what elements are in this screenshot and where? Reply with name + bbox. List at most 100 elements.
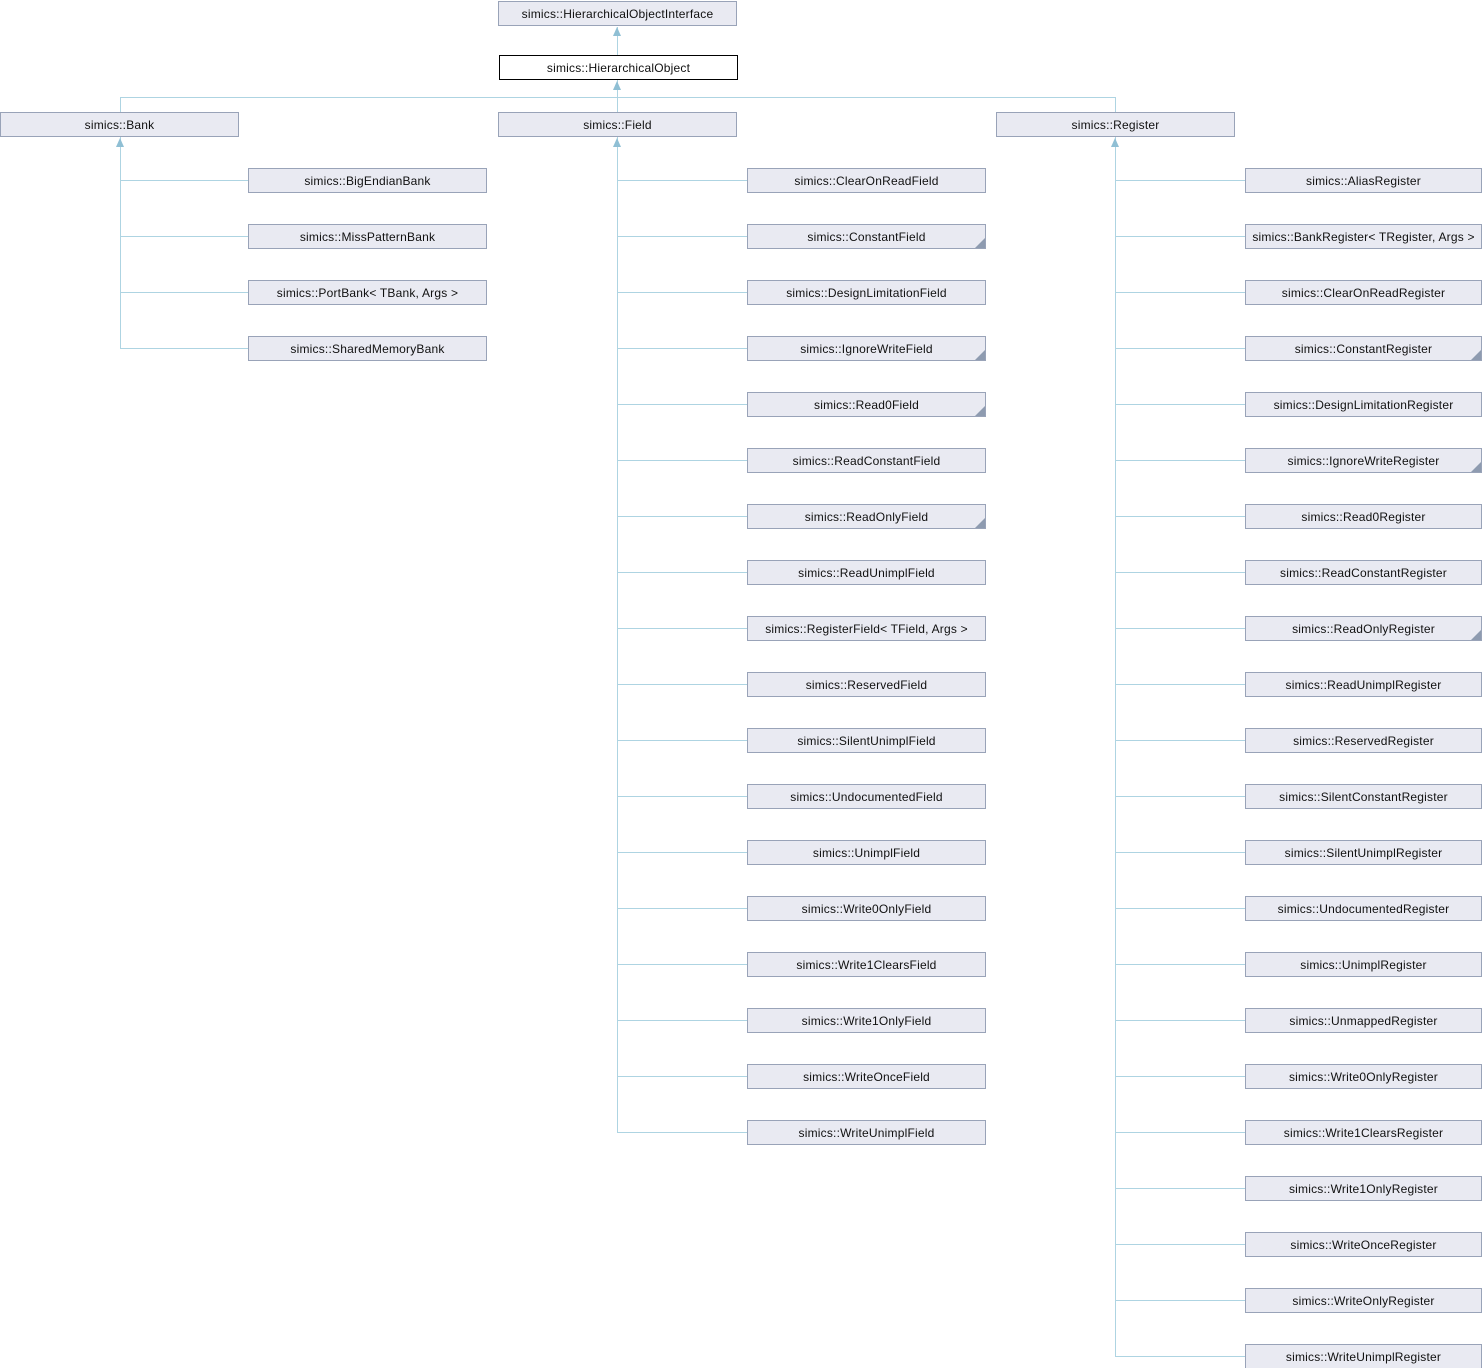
class-name-label: simics::HierarchicalObject (546, 60, 691, 75)
class-name-label: simics::AliasRegister (1306, 173, 1421, 188)
edge-child-stub (1115, 1076, 1245, 1077)
edge-child-stub (1115, 796, 1245, 797)
class-node-constantfield[interactable]: simics::ConstantField (747, 224, 986, 249)
class-node-ignorewriteregister[interactable]: simics::IgnoreWriteRegister (1245, 448, 1482, 473)
edge-child-stub (617, 1076, 747, 1077)
edge-child-stub (617, 516, 747, 517)
class-name-label: simics::BigEndianBank (304, 173, 431, 188)
class-node-misspatternbank[interactable]: simics::MissPatternBank (248, 224, 487, 249)
class-node-register[interactable]: simics::Register (996, 112, 1235, 137)
class-node-hierarchicalobjectinterface[interactable]: simics::HierarchicalObjectInterface (498, 1, 737, 26)
class-node-writeonceregister[interactable]: simics::WriteOnceRegister (1245, 1232, 1482, 1257)
edge-column-spine (617, 137, 618, 1132)
class-node-field[interactable]: simics::Field (498, 112, 737, 137)
class-name-label: simics::ClearOnReadRegister (1281, 285, 1446, 300)
edge-drop-to-parent (1115, 97, 1116, 112)
class-name-label: simics::UnmappedRegister (1289, 1013, 1438, 1028)
class-name-label: simics::ReadConstantRegister (1280, 565, 1447, 580)
class-node-read0field[interactable]: simics::Read0Field (747, 392, 986, 417)
edge-child-stub (1115, 460, 1245, 461)
inheritance-arrow-up-icon (116, 138, 124, 147)
class-node-write1onlyfield[interactable]: simics::Write1OnlyField (747, 1008, 986, 1033)
edge-child-stub (1115, 1356, 1245, 1357)
class-node-writeoncefield[interactable]: simics::WriteOnceField (747, 1064, 986, 1089)
more-derived-classes-marker-icon (975, 518, 985, 528)
class-node-silentconstantregister[interactable]: simics::SilentConstantRegister (1245, 784, 1482, 809)
class-node-readunimplregister[interactable]: simics::ReadUnimplRegister (1245, 672, 1482, 697)
class-name-label: simics::Register (1071, 117, 1160, 132)
class-node-unimplregister[interactable]: simics::UnimplRegister (1245, 952, 1482, 977)
class-node-readconstantfield[interactable]: simics::ReadConstantField (747, 448, 986, 473)
class-node-read0register[interactable]: simics::Read0Register (1245, 504, 1482, 529)
edge-child-stub (1115, 628, 1245, 629)
edge-child-stub (1115, 572, 1245, 573)
class-name-label: simics::Bank (84, 117, 155, 132)
more-derived-classes-marker-icon (1471, 462, 1481, 472)
class-node-unimplfield[interactable]: simics::UnimplField (747, 840, 986, 865)
class-node-write1clearsfield[interactable]: simics::Write1ClearsField (747, 952, 986, 977)
class-name-label: simics::Read0Field (814, 397, 919, 412)
class-name-label: simics::Write0OnlyField (801, 901, 932, 916)
class-node-constantregister[interactable]: simics::ConstantRegister (1245, 336, 1482, 361)
more-derived-classes-marker-icon (975, 238, 985, 248)
class-node-ignorewritefield[interactable]: simics::IgnoreWriteField (747, 336, 986, 361)
class-node-writeunimplfield[interactable]: simics::WriteUnimplField (747, 1120, 986, 1145)
class-node-writeunimplregister[interactable]: simics::WriteUnimplRegister (1245, 1344, 1482, 1368)
class-name-label: simics::WriteOnceField (803, 1069, 930, 1084)
class-node-readconstantregister[interactable]: simics::ReadConstantRegister (1245, 560, 1482, 585)
class-node-bigendianbank[interactable]: simics::BigEndianBank (248, 168, 487, 193)
class-node-bankregister-tregister-args[interactable]: simics::BankRegister< TRegister, Args > (1245, 224, 1482, 249)
edge-child-stub (1115, 1244, 1245, 1245)
more-derived-classes-marker-icon (1471, 630, 1481, 640)
class-node-silentunimplfield[interactable]: simics::SilentUnimplField (747, 728, 986, 753)
edge-child-stub (1115, 516, 1245, 517)
class-node-silentunimplregister[interactable]: simics::SilentUnimplRegister (1245, 840, 1482, 865)
edge-column-spine (1115, 137, 1116, 1356)
class-node-clearonreadfield[interactable]: simics::ClearOnReadField (747, 168, 986, 193)
class-node-write0onlyfield[interactable]: simics::Write0OnlyField (747, 896, 986, 921)
class-node-write0onlyregister[interactable]: simics::Write0OnlyRegister (1245, 1064, 1482, 1089)
class-node-clearonreadregister[interactable]: simics::ClearOnReadRegister (1245, 280, 1482, 305)
edge-child-stub (1115, 908, 1245, 909)
class-node-aliasregister[interactable]: simics::AliasRegister (1245, 168, 1482, 193)
edge-child-stub (1115, 1188, 1245, 1189)
class-node-portbank-tbank-args[interactable]: simics::PortBank< TBank, Args > (248, 280, 487, 305)
edge-child-stub (617, 852, 747, 853)
class-node-readonlyfield[interactable]: simics::ReadOnlyField (747, 504, 986, 529)
more-derived-classes-marker-icon (975, 350, 985, 360)
class-node-readonlyregister[interactable]: simics::ReadOnlyRegister (1245, 616, 1482, 641)
class-name-label: simics::Write1OnlyField (801, 1013, 932, 1028)
class-node-reservedfield[interactable]: simics::ReservedField (747, 672, 986, 697)
edge-child-stub (617, 1132, 747, 1133)
edge-child-stub (1115, 404, 1245, 405)
class-name-label: simics::ReservedRegister (1293, 733, 1434, 748)
class-name-label: simics::UnimplField (812, 845, 921, 860)
edge-child-stub (120, 180, 248, 181)
edge-child-stub (617, 1020, 747, 1021)
edge-child-stub (1115, 348, 1245, 349)
class-node-write1clearsregister[interactable]: simics::Write1ClearsRegister (1245, 1120, 1482, 1145)
class-node-unmappedregister[interactable]: simics::UnmappedRegister (1245, 1008, 1482, 1033)
edge-child-stub (120, 348, 248, 349)
class-name-label: simics::Field (583, 117, 652, 132)
class-node-reservedregister[interactable]: simics::ReservedRegister (1245, 728, 1482, 753)
class-name-label: simics::SilentConstantRegister (1279, 789, 1448, 804)
class-node-designlimitationregister[interactable]: simics::DesignLimitationRegister (1245, 392, 1482, 417)
class-node-readunimplfield[interactable]: simics::ReadUnimplField (747, 560, 986, 585)
edge-drop-to-parent (120, 97, 121, 112)
class-node-designlimitationfield[interactable]: simics::DesignLimitationField (747, 280, 986, 305)
class-node-write1onlyregister[interactable]: simics::Write1OnlyRegister (1245, 1176, 1482, 1201)
class-name-label: simics::UndocumentedField (790, 789, 943, 804)
class-node-hierarchicalobject: simics::HierarchicalObject (499, 55, 738, 80)
class-name-label: simics::UnimplRegister (1300, 957, 1427, 972)
class-node-undocumentedregister[interactable]: simics::UndocumentedRegister (1245, 896, 1482, 921)
class-node-registerfield-tfield-args[interactable]: simics::RegisterField< TField, Args > (747, 616, 986, 641)
class-name-label: simics::ClearOnReadField (794, 173, 939, 188)
edge-column-spine (120, 137, 121, 348)
edge-child-stub (617, 964, 747, 965)
class-node-writeonlyregister[interactable]: simics::WriteOnlyRegister (1245, 1288, 1482, 1313)
class-node-undocumentedfield[interactable]: simics::UndocumentedField (747, 784, 986, 809)
class-node-sharedmemorybank[interactable]: simics::SharedMemoryBank (248, 336, 487, 361)
class-name-label: simics::Write1ClearsRegister (1283, 1125, 1444, 1140)
class-node-bank[interactable]: simics::Bank (0, 112, 239, 137)
